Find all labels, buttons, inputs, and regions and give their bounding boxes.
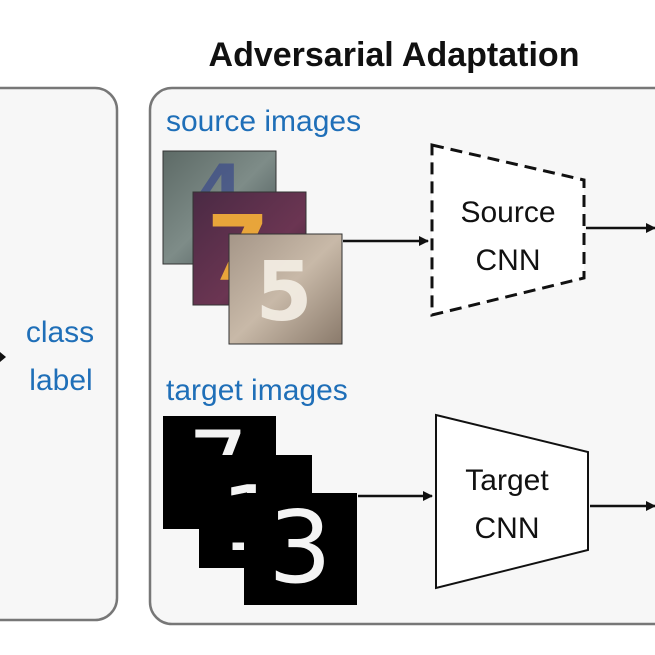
target-cnn-label-line2: CNN (475, 512, 540, 545)
source-cnn-label-line1: Source (460, 196, 555, 229)
source-cnn-label-line2: CNN (476, 244, 541, 277)
class-label-panel (0, 86, 119, 622)
class-label-line2: label (29, 364, 92, 397)
diagram-title: Adversarial Adaptation (209, 36, 580, 74)
target-digit-3: 3 (268, 489, 332, 606)
source-images-label: source images (166, 105, 361, 138)
target-image-stack: 7 1 3 (163, 411, 357, 606)
target-cnn-label-line1: Target (465, 464, 549, 497)
source-cnn-shape (430, 143, 586, 317)
left-panel-incoming-arrow (0, 352, 6, 362)
source-digit-3: 5 (255, 245, 312, 340)
target-image-3: 3 (244, 489, 357, 606)
source-image-stack: 4 7 5 (162, 150, 343, 345)
class-label-line1: class (26, 316, 94, 349)
source-image-3: 5 (228, 233, 343, 345)
target-cnn-shape (435, 413, 589, 590)
target-images-label: target images (166, 374, 348, 407)
